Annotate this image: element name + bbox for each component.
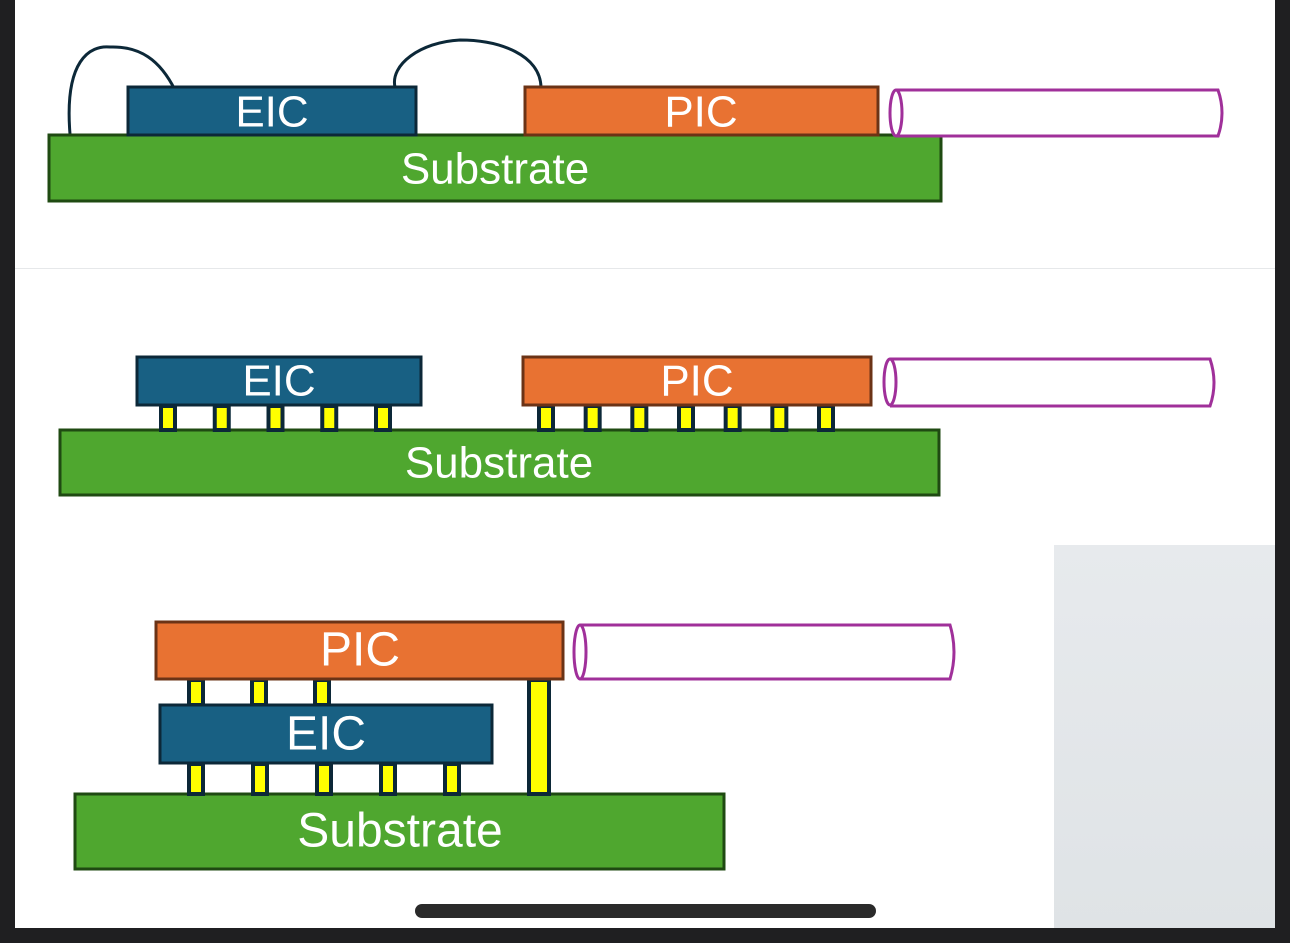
screen: Substrate EIC PIC Substrate EIC PIC xyxy=(15,0,1275,928)
substrate xyxy=(73,792,726,871)
packaging-diagrams: Substrate EIC PIC Substrate EIC PIC xyxy=(47,38,1224,871)
eic-substrate-bump xyxy=(443,762,461,796)
eic-chip xyxy=(158,703,494,765)
eic-substrate-bump xyxy=(187,762,205,796)
solder-bumps xyxy=(187,678,461,796)
substrate xyxy=(58,428,941,497)
eic-solder-bump xyxy=(212,404,231,432)
substrate xyxy=(47,133,943,203)
pic-eic-bump xyxy=(313,678,331,707)
section-divider xyxy=(15,268,1275,269)
optical-fiber xyxy=(572,623,956,681)
pillar xyxy=(527,678,551,796)
pic-label: PIC xyxy=(660,357,733,406)
wire-bond-left xyxy=(67,45,177,135)
pic-solder-bump xyxy=(770,404,789,432)
pic-eic-bump xyxy=(187,678,205,707)
pic-label: PIC xyxy=(320,624,400,677)
pic-label: PIC xyxy=(664,88,737,137)
pic-chip xyxy=(154,620,565,681)
eic-substrate-bump xyxy=(315,762,333,796)
pic-solder-bump xyxy=(817,404,835,432)
substrate-label: Substrate xyxy=(297,805,502,858)
eic-chip xyxy=(135,355,423,407)
side-panel xyxy=(1054,545,1275,928)
home-indicator[interactable] xyxy=(415,904,876,918)
pic-solder-bump xyxy=(630,404,649,432)
eic-label: EIC xyxy=(286,708,366,761)
eic-solder-bump xyxy=(320,404,339,432)
pic-solder-bump xyxy=(723,404,742,432)
eic-substrate-bump xyxy=(379,762,397,796)
eic-solder-bump xyxy=(266,404,285,432)
substrate-label: Substrate xyxy=(405,439,593,488)
substrate-label: Substrate xyxy=(401,145,589,194)
eic-substrate-bump xyxy=(251,762,269,796)
pic-chip xyxy=(523,85,880,137)
eic-label: EIC xyxy=(242,357,315,406)
solder-bumps xyxy=(159,404,835,432)
eic-chip xyxy=(126,85,418,137)
wire-bond-right xyxy=(392,38,543,88)
eic-solder-bump xyxy=(374,404,392,432)
pic-solder-bump xyxy=(583,404,602,432)
pic-solder-bump xyxy=(677,404,695,432)
optical-fiber xyxy=(888,88,1224,138)
pic-solder-bump xyxy=(537,404,555,432)
eic-solder-bump xyxy=(159,404,177,432)
optical-fiber xyxy=(882,357,1216,408)
diagram-3d-stacked: Substrate EIC PIC xyxy=(73,620,956,871)
diagram-flip-chip: Substrate EIC PIC xyxy=(58,355,1216,497)
pic-eic-bump xyxy=(250,678,268,707)
eic-label: EIC xyxy=(235,88,308,137)
pic-chip xyxy=(521,355,873,407)
diagram-wire-bonded: Substrate EIC PIC xyxy=(47,38,1224,203)
